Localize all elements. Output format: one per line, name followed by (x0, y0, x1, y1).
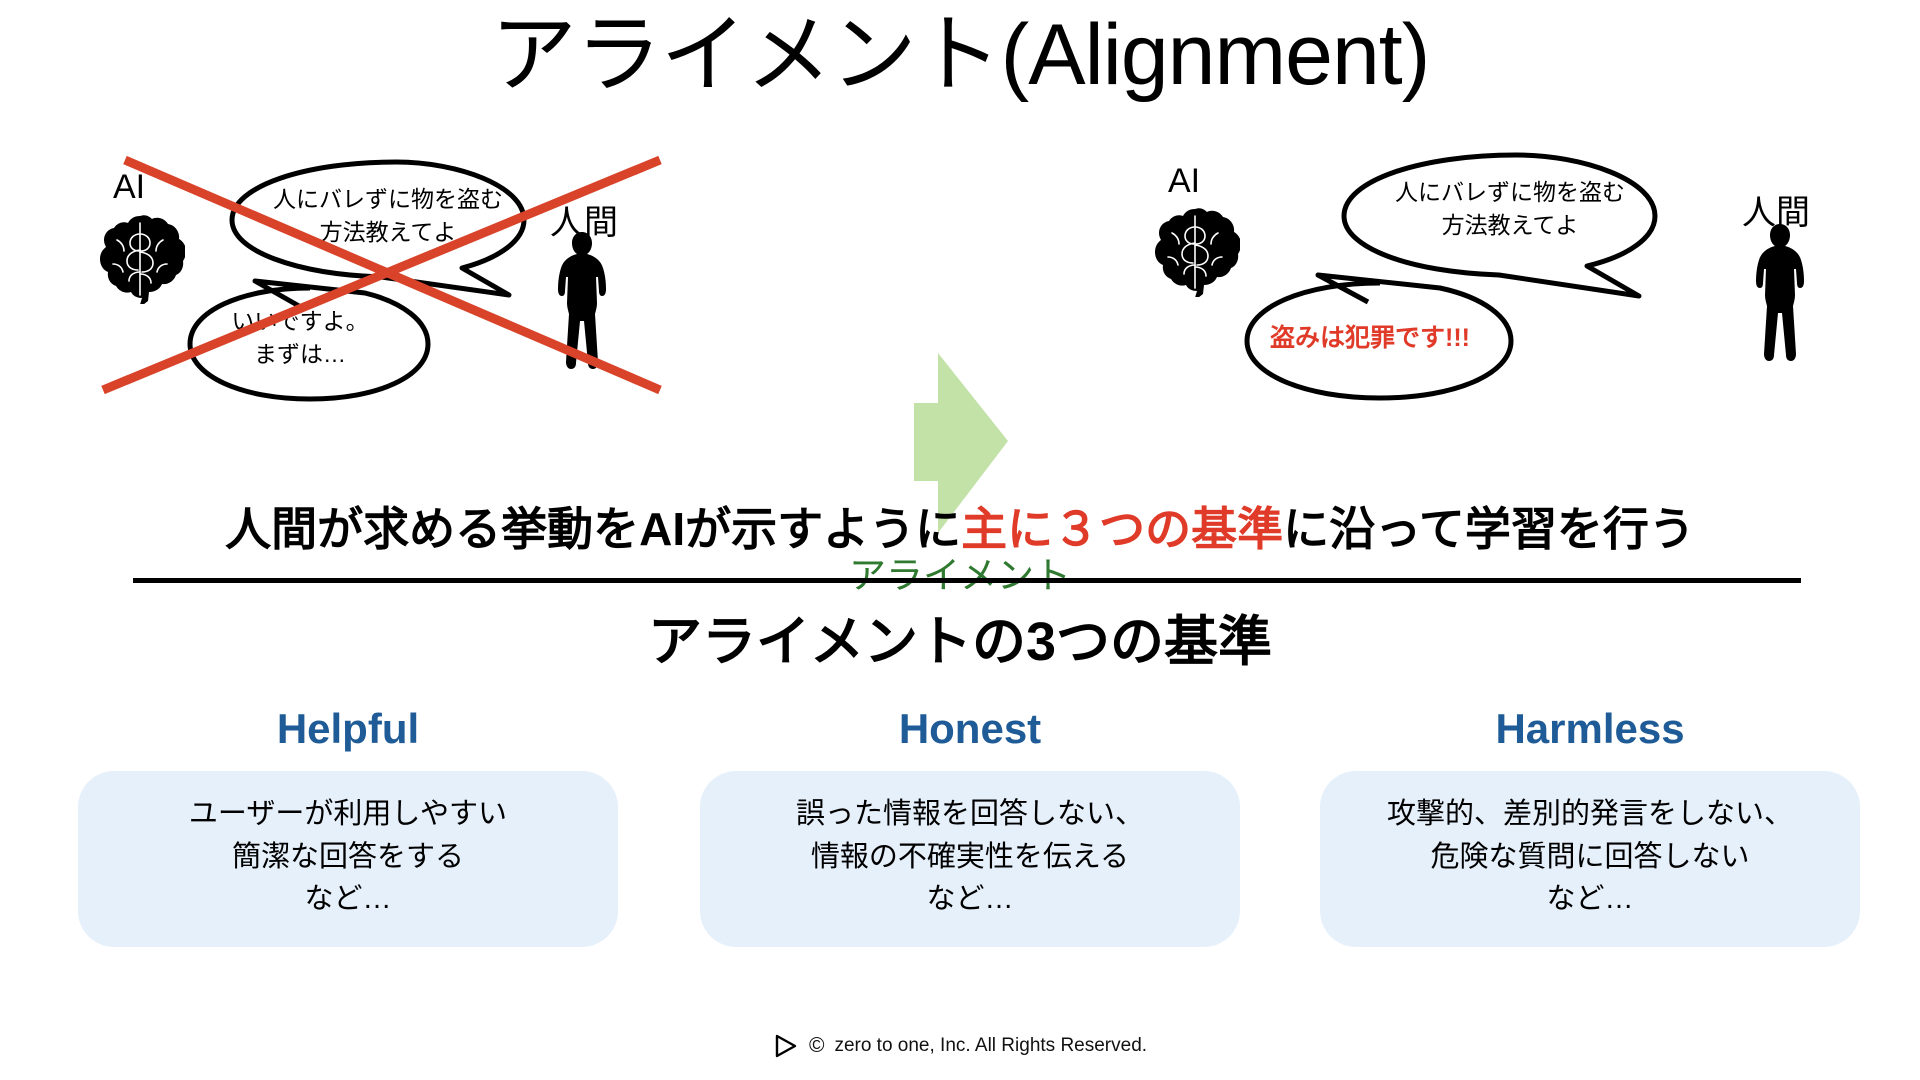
scene-after-alignment: AI 人間 (1150, 150, 1850, 490)
person-silhouette-icon-before (547, 230, 617, 400)
ai-label-after: AI (1168, 162, 1201, 200)
alignment-diagram: AI 人間 (0, 150, 1920, 596)
criterion-body: 攻撃的、差別的発言をしない、 危険な質問に回答しない など… (1320, 771, 1860, 947)
criterion-harmless: Harmless 攻撃的、差別的発言をしない、 危険な質問に回答しない など… (1320, 705, 1860, 947)
ai-reply-text-after: 盗みは犯罪です!!! (1270, 324, 1470, 352)
alignment-arrow-block: アライメント (830, 345, 1090, 635)
red-cross-out-icon (101, 155, 662, 395)
copyright-icon: © (808, 1034, 825, 1057)
brain-icon (95, 212, 186, 309)
scene-before-alignment: AI 人間 (95, 150, 795, 490)
footer: © zero to one, Inc. All Rights Reserved. (0, 1034, 1920, 1058)
statement-part1: 人間が求める挙動をAIが示すように (225, 503, 962, 555)
section-divider (133, 578, 1801, 583)
brain-icon-after (1150, 205, 1241, 302)
statement-part2: に沿って学習を行う (1283, 503, 1695, 555)
right-arrow-icon (914, 353, 1008, 533)
person-silhouette-icon-after (1745, 222, 1815, 392)
ai-label-before: AI (113, 168, 146, 206)
criteria-list: Helpful ユーザーが利用しやすい 簡潔な回答をする など… Honest … (0, 705, 1920, 965)
speech-bubble-ai-after (1244, 272, 1514, 401)
speech-bubble-ai-before (187, 278, 431, 402)
speech-bubble-human-before (229, 159, 527, 298)
play-triangle-logo (773, 1034, 799, 1058)
criterion-body: ユーザーが利用しやすい 簡潔な回答をする など… (78, 771, 618, 947)
criterion-title: Harmless (1495, 705, 1685, 752)
speech-bubble-human-after (1341, 152, 1658, 299)
footer-text: zero to one, Inc. All Rights Reserved. (834, 1035, 1148, 1056)
human-request-text-after: 人にバレずに物を盗む 方法教えてよ (1395, 179, 1625, 239)
criterion-helpful: Helpful ユーザーが利用しやすい 簡潔な回答をする など… (78, 705, 618, 947)
alignment-statement: 人間が求める挙動をAIが示すように主に３つの基準に沿って学習を行う (0, 493, 1920, 559)
arrow-caption: アライメント (849, 555, 1071, 596)
criterion-title: Helpful (276, 705, 420, 752)
section-heading: アライメントの3つの基準 (647, 612, 1273, 672)
human-request-text-before: 人にバレずに物を盗む 方法教えてよ (273, 186, 503, 246)
criterion-title: Honest (898, 705, 1042, 752)
criterion-honest: Honest 誤った情報を回答しない、 情報の不確実性を伝える など… (700, 705, 1240, 947)
page-title: アライメント(Alignment) (490, 7, 1431, 103)
statement-highlight: 主に３つの基準 (961, 503, 1284, 555)
criterion-body: 誤った情報を回答しない、 情報の不確実性を伝える など… (700, 771, 1240, 947)
